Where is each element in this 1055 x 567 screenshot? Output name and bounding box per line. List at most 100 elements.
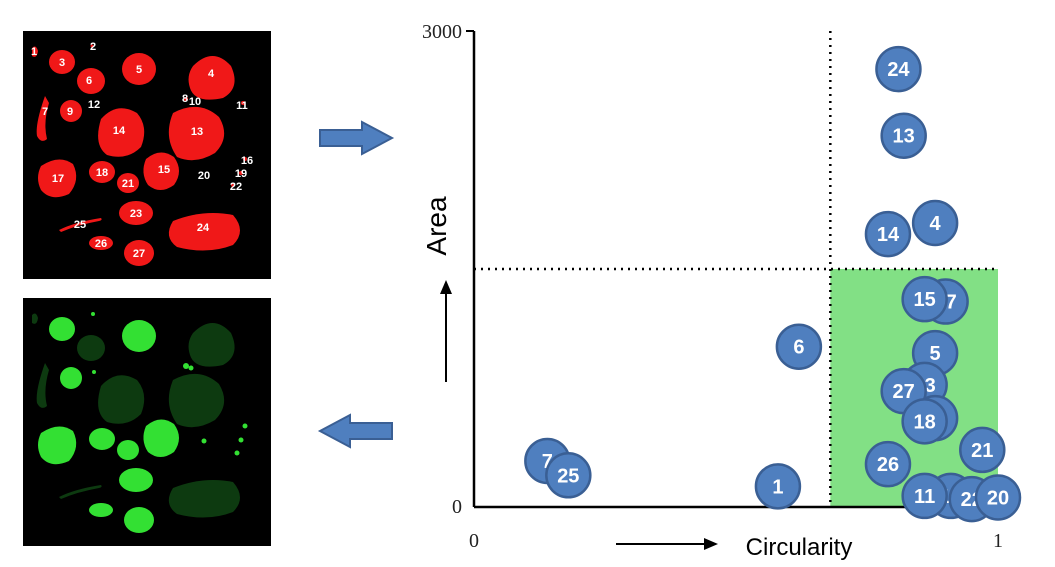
data-point-label: 5 [930,343,941,365]
red-object-shapes [32,44,247,266]
data-point-marker [864,440,912,488]
object-shape [89,236,113,250]
data-point-marker [754,463,802,510]
accepted-shape [183,363,189,369]
accepted-shape [124,507,154,533]
y-axis-label: Area [421,196,452,256]
accepted-shape [89,428,115,450]
data-point-marker [864,210,912,258]
object-label: 22 [230,181,242,193]
object-label: 26 [95,238,107,250]
data-point-label: 18 [914,411,936,433]
data-point: 15 [901,275,948,323]
data-point-label: 14 [877,224,900,246]
object-label: 24 [197,222,210,234]
object-shape [122,53,156,85]
accepted-shape [117,440,139,460]
data-point-label: 21 [971,440,993,462]
rejected-shape [188,323,235,367]
data-point: 20 [974,474,1022,521]
data-point-label: 11 [914,486,935,508]
object-label: 9 [67,106,73,118]
object-shape [77,68,105,94]
accepted-shape [49,317,75,341]
rejected-shape [59,485,102,499]
x-tick-label: 0 [469,530,479,552]
object-shape [124,240,154,266]
data-point-label: 24 [887,59,910,81]
object-label: 17 [52,173,64,185]
object-label: 1 [31,46,37,58]
object-label: 18 [96,167,108,179]
object-shape [143,152,179,190]
object-label: 11 [236,100,248,112]
accepted-shape [188,365,194,371]
object-label: 3 [59,57,65,69]
rejected-shape [32,313,38,324]
object-shape [98,108,145,157]
y-axis-title: Area [421,196,452,382]
data-point: 25 [545,452,592,499]
rejected-shape [168,480,240,518]
data-point-marker [974,474,1022,521]
object-shape [117,173,139,193]
object-shape [188,56,235,100]
data-point-label: 15 [914,289,936,311]
classification-image-green [23,298,271,546]
object-label: 4 [208,68,215,80]
object-shape [168,213,240,251]
object-label: 15 [158,164,170,176]
object-label: 10 [189,96,201,108]
x-axis-title: Circularity [616,534,852,561]
data-point-marker [911,199,959,247]
rejected-shape [77,335,105,361]
segmentation-image-red: 1 2 3 4 5 6 7 8 9 10 11 12 13 14 15 16 1… [23,31,271,279]
object-shape [243,157,247,161]
object-label: 20 [198,170,210,182]
accepted-shape [122,320,156,352]
accepted-shape [119,468,153,492]
data-point-marker [901,398,948,445]
x-axis-arrowhead-icon [704,538,718,550]
rejected-shape [36,363,49,408]
y-axis-arrowhead-icon [440,280,452,294]
object-shape [60,100,82,122]
data-point: 1 [754,463,802,510]
object-label: 6 [86,75,92,87]
data-point: 6 [775,323,823,370]
object-label: 13 [191,126,203,138]
data-point: 21 [959,426,1006,474]
data-point-label: 7 [542,451,553,473]
data-point-label: 4 [930,213,942,235]
object-label: 14 [113,125,126,137]
accepted-shape [89,503,113,517]
object-shape [231,183,235,187]
object-shape [38,159,77,198]
data-point-marker [775,323,823,370]
data-point-marker [901,472,948,520]
data-point-marker [545,452,592,499]
data-point-label: 27 [893,381,915,403]
object-label: 16 [241,155,253,167]
object-shape [168,106,225,161]
data-point: 24 [875,45,922,93]
object-shape [59,218,102,232]
data-point-marker [875,45,922,93]
scatter-points: 241341417156523279182126725112221120 [524,45,1022,523]
accepted-shape [201,438,207,444]
accepted-shape [60,367,82,389]
accepted-shape [92,370,96,374]
object-shape [36,96,49,141]
x-axis-label: Circularity [746,534,853,561]
object-label: 21 [122,178,134,190]
x-tick-label: 1 [993,530,1003,552]
data-point-label: 6 [793,337,804,359]
data-point: 11 [901,472,948,520]
data-point: 26 [864,440,912,488]
object-shape [32,46,38,57]
object-label: 27 [133,248,145,260]
object-label: 23 [130,208,142,220]
object-label: 2 [90,41,96,53]
object-shape [239,171,243,175]
rejected-shape [168,373,225,428]
